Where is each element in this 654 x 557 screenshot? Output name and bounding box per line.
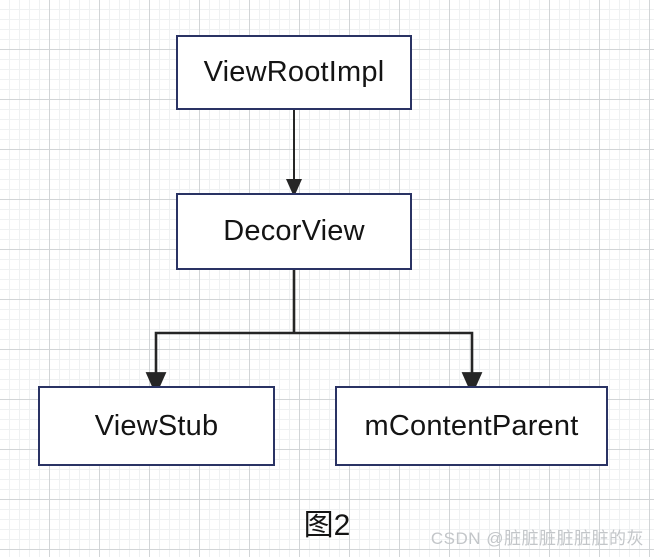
node-viewrootimpl[interactable]: ViewRootImpl: [176, 35, 412, 110]
node-mcontentparent-label: mContentParent: [364, 409, 579, 442]
node-viewrootimpl-label: ViewRootImpl: [203, 56, 385, 88]
edge-decorview-to-mcontentparent: [294, 331, 483, 396]
diagram-caption: 图2: [303, 509, 351, 542]
node-viewstub[interactable]: ViewStub: [38, 386, 275, 466]
node-viewstub-label: ViewStub: [94, 409, 219, 442]
edge-decorview-to-viewstub: [145, 331, 294, 396]
node-decorview-label: DecorView: [223, 215, 365, 247]
csdn-watermark: CSDN @脏脏脏脏脏脏的灰: [430, 529, 644, 548]
node-mcontentparent[interactable]: mContentParent: [335, 386, 608, 466]
node-decorview[interactable]: DecorView: [176, 193, 412, 270]
